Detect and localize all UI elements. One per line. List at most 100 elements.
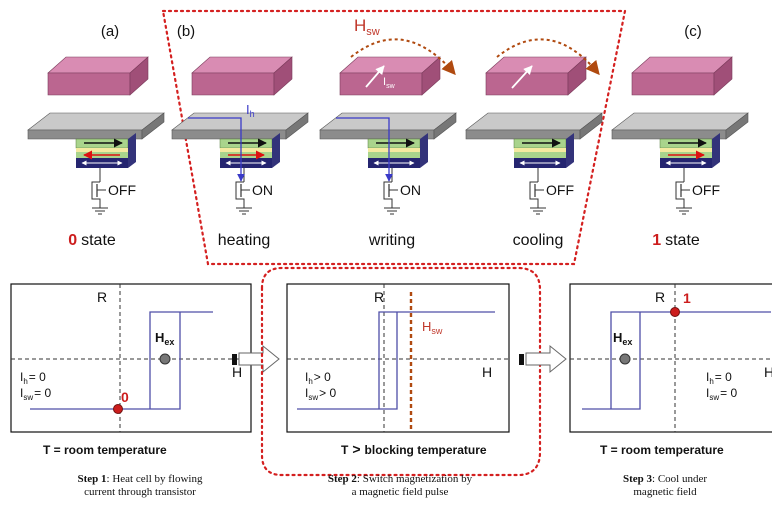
electrode-top [27, 112, 165, 131]
caption-step-text: : Heat cell by flowing [106, 473, 203, 485]
panel-tag-c: (c) [684, 23, 702, 40]
caption-step1: Step 1: Heat cell by flowing current thr… [40, 473, 240, 499]
device-cooling: OFF [465, 38, 603, 215]
pink-plate-front [191, 72, 275, 96]
caption-step-text: : Cool under [652, 473, 708, 485]
stack-layer [660, 148, 712, 152]
stack-side [272, 133, 280, 168]
graph-step2: R H Hsw Ih> 0 Isw> 0 T>blocking temperat… [260, 266, 542, 477]
step-caption-cooling: cooling [513, 232, 564, 249]
temp-label: T = room temperature [600, 443, 724, 457]
transistor-channel [91, 181, 101, 208]
pink-plate-side [713, 56, 733, 96]
pink-plate-side [273, 56, 293, 96]
pink-plate-side [421, 56, 441, 96]
electrode-top [611, 112, 749, 131]
writing-current-path [336, 117, 393, 182]
axis-label-r: R [374, 289, 384, 305]
panel-tag-a: (a) [101, 23, 119, 40]
switch-current-label: Isw [383, 76, 396, 90]
hex-label: Hex [613, 330, 632, 347]
stack-layer [514, 148, 566, 152]
transistor-state-label: OFF [546, 182, 574, 198]
caption-step-text-2: magnetic field [633, 486, 697, 498]
transistor-state-label: ON [252, 182, 273, 198]
transistor-channel [529, 181, 539, 208]
step-arrow-2 [519, 344, 567, 374]
stack-side [128, 133, 136, 168]
stack-layer [368, 148, 420, 152]
pink-plate-front [631, 72, 715, 96]
stack-side [566, 133, 574, 168]
axis-label-r: R [655, 289, 665, 305]
transistor-state-label: OFF [692, 182, 720, 198]
electrode-front [611, 129, 727, 140]
isw-label: Isw= 0 [706, 386, 737, 402]
electrode-front [465, 129, 581, 140]
graph-frame [286, 283, 510, 433]
hysteresis-loop [30, 311, 213, 410]
device-a: OFF [27, 56, 165, 215]
pink-plate-front [339, 72, 423, 96]
transistor-channel [675, 181, 685, 208]
stack-side [712, 133, 720, 168]
graph-step3: R H Hex Ih= 0 Isw= 0 1 T = room temperat… [569, 283, 772, 457]
hex-label: Hex [155, 330, 174, 347]
panel-b-outline [161, 9, 627, 266]
stack-side [420, 133, 428, 168]
ih-label: Ih= 0 [706, 370, 732, 386]
caption-step-title: Step 2 [327, 473, 357, 485]
field-pulse-arrow [496, 38, 600, 76]
graph-frame [569, 283, 772, 433]
graph-frame [10, 283, 252, 433]
electrode-side [285, 112, 309, 140]
caption-step-title: Step 3 [622, 473, 653, 485]
transistor-channel [235, 181, 245, 208]
state-marker-label: 1 [683, 290, 691, 306]
panel-tag-b: (b) [177, 23, 195, 40]
ih-label: Ih> 0 [305, 370, 331, 386]
hysteresis-loop [297, 311, 495, 410]
step-arrow-1 [232, 344, 280, 374]
caption-step-title: Step 1 [77, 473, 107, 485]
ih-label: Ih= 0 [20, 370, 46, 386]
device-c: OFF [611, 56, 749, 215]
pink-plate-front [47, 72, 131, 96]
field-pulse-arrow [350, 38, 456, 76]
stack-layer [220, 148, 272, 152]
field-label-hsw: Hsw [354, 16, 380, 38]
state-marker [670, 307, 680, 317]
pink-plate-side [567, 56, 587, 96]
free-magnetization-arrow [511, 65, 533, 89]
step-caption-writing: writing [368, 232, 415, 249]
electrode-side [141, 112, 165, 140]
hysteresis-loop [582, 311, 771, 410]
electrode-side [579, 112, 603, 140]
hex-marker [619, 353, 631, 365]
step-caption-heating: heating [218, 232, 271, 249]
isw-label: Isw= 0 [20, 386, 51, 402]
hex-marker [159, 353, 171, 365]
axis-label-h: H [232, 364, 242, 380]
transistor-state-label: ON [400, 182, 421, 198]
caption-step-text: : Switch magnetization by [356, 473, 473, 485]
transistor-channel [383, 181, 393, 208]
device-writing: ON Isw [319, 38, 457, 215]
stack-layer [76, 148, 128, 152]
state-marker-label: 0 [121, 389, 129, 405]
electrode-side [433, 112, 457, 140]
caption-step-text-2: current through transistor [84, 486, 196, 498]
axis-label-h: H [764, 364, 772, 380]
stack-layer [514, 152, 566, 158]
caption-step3: Step 3: Cool under magnetic field [575, 473, 755, 499]
caption-step-text-2: a magnetic field pulse [351, 486, 449, 498]
axis-label-r: R [97, 289, 107, 305]
electrode-front [171, 129, 287, 140]
graph-step1: R H Hex Ih= 0 Isw= 0 0 T = room temperat… [10, 283, 252, 457]
hsw-label: Hsw [422, 319, 443, 336]
